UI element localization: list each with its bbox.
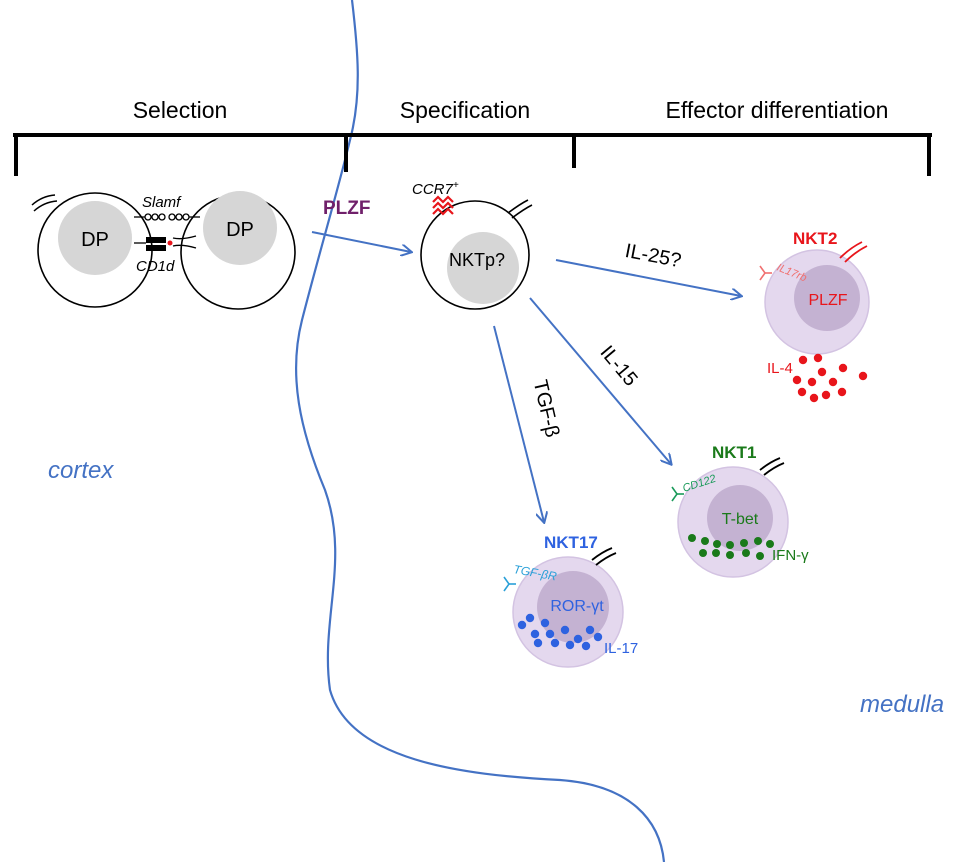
nkt1-factor: T-bet bbox=[722, 511, 759, 528]
il17-granule bbox=[565, 640, 575, 650]
slamf-receptor-icon bbox=[134, 213, 200, 221]
il25-label: IL-25? bbox=[623, 240, 683, 272]
ifng-granule bbox=[740, 539, 748, 547]
tcr-icon bbox=[31, 194, 58, 212]
stage-label-effector: Effector differentiation bbox=[666, 97, 889, 123]
il4-granule bbox=[838, 363, 848, 373]
ifng-granule bbox=[756, 552, 764, 560]
plzf-label: PLZF bbox=[323, 198, 371, 219]
ifng-granule bbox=[699, 549, 707, 557]
il17-granule bbox=[585, 625, 595, 635]
cortex-medulla-boundary bbox=[294, 0, 666, 862]
il4-granules bbox=[792, 353, 868, 403]
il4-granule bbox=[792, 375, 802, 385]
nkt17-factor: ROR-γt bbox=[550, 598, 604, 615]
cd1d-tcr-icon bbox=[134, 235, 197, 251]
il17-granule bbox=[530, 629, 540, 639]
il4-granule bbox=[813, 353, 823, 363]
slamf-label: Slamf bbox=[142, 194, 182, 211]
nkt17-cytokine: IL-17 bbox=[604, 640, 638, 657]
dp-right-label: DP bbox=[226, 219, 254, 241]
tgfb-arrow bbox=[493, 325, 544, 522]
il17-granule bbox=[593, 632, 603, 642]
il17-granule bbox=[517, 620, 527, 630]
stage-bracket bbox=[13, 133, 932, 176]
il4-granule bbox=[837, 387, 847, 397]
nktp-label: NKTp? bbox=[449, 250, 505, 270]
dp-cell-left: DP bbox=[37, 192, 153, 308]
dp-left-label: DP bbox=[81, 229, 109, 251]
ccr7-receptor-icon bbox=[432, 195, 454, 216]
selection-to-precursor-arrow bbox=[311, 231, 411, 252]
ifng-granule bbox=[713, 540, 721, 548]
nkt2-factor: PLZF bbox=[808, 292, 847, 309]
ifng-granule bbox=[726, 551, 734, 559]
nkt2-name: NKT2 bbox=[793, 229, 837, 248]
il4-granule bbox=[821, 390, 831, 400]
ifng-granule bbox=[754, 537, 762, 545]
il17-granules bbox=[517, 613, 603, 651]
il17-granule bbox=[581, 641, 591, 651]
tgfbr-receptor-icon bbox=[503, 576, 516, 592]
tcr-icon bbox=[839, 241, 868, 263]
il17-granule bbox=[550, 638, 560, 648]
tcr-icon bbox=[759, 457, 785, 476]
cd122-receptor-icon bbox=[671, 486, 684, 502]
il15-arrow bbox=[529, 297, 671, 464]
ifng-granule bbox=[766, 540, 774, 548]
il4-granule bbox=[797, 387, 807, 397]
dp-cell-right: DP bbox=[180, 191, 296, 310]
ifng-granule bbox=[742, 549, 750, 557]
ifng-granules bbox=[688, 534, 774, 560]
ifng-granule bbox=[701, 537, 709, 545]
il17-granule bbox=[560, 625, 570, 635]
il17-granule bbox=[545, 629, 555, 639]
nkt2-cell: PLZF bbox=[764, 249, 870, 355]
cd1d-label: CD1d bbox=[136, 258, 175, 275]
il17rb-receptor-icon bbox=[759, 265, 772, 281]
stage-label-selection: Selection bbox=[133, 97, 228, 123]
nkt1-name: NKT1 bbox=[712, 443, 756, 462]
tcr-icon bbox=[507, 199, 533, 219]
nkt17-name: NKT17 bbox=[544, 533, 598, 552]
il25-arrow bbox=[555, 259, 741, 296]
nkt2-cytokine: IL-4 bbox=[767, 360, 793, 377]
il4-granule bbox=[807, 377, 817, 387]
tcr-icon bbox=[591, 547, 617, 566]
ifng-granule bbox=[726, 541, 734, 549]
region-medulla: medulla bbox=[860, 691, 944, 718]
il17-granule bbox=[525, 613, 535, 623]
il17-granule bbox=[573, 634, 583, 644]
nkt1-cell: T-bet bbox=[677, 466, 789, 578]
il17-granule bbox=[533, 638, 543, 648]
il4-granule bbox=[798, 355, 808, 365]
il4-granule bbox=[858, 371, 868, 381]
ifng-granule bbox=[688, 534, 696, 542]
il4-granule bbox=[828, 377, 838, 387]
il4-granule bbox=[817, 367, 827, 377]
tgfb-label: TGF-β bbox=[529, 378, 564, 440]
nktp-cell: NKTp? bbox=[420, 200, 530, 310]
region-cortex: cortex bbox=[48, 457, 114, 484]
ifng-granule bbox=[712, 549, 720, 557]
nkt1-cytokine: IFN-γ bbox=[772, 547, 809, 564]
il17-granule bbox=[540, 618, 550, 628]
il4-granule bbox=[809, 393, 819, 403]
ccr7-label: CCR7+ bbox=[412, 180, 459, 198]
stage-label-specification: Specification bbox=[400, 97, 530, 123]
